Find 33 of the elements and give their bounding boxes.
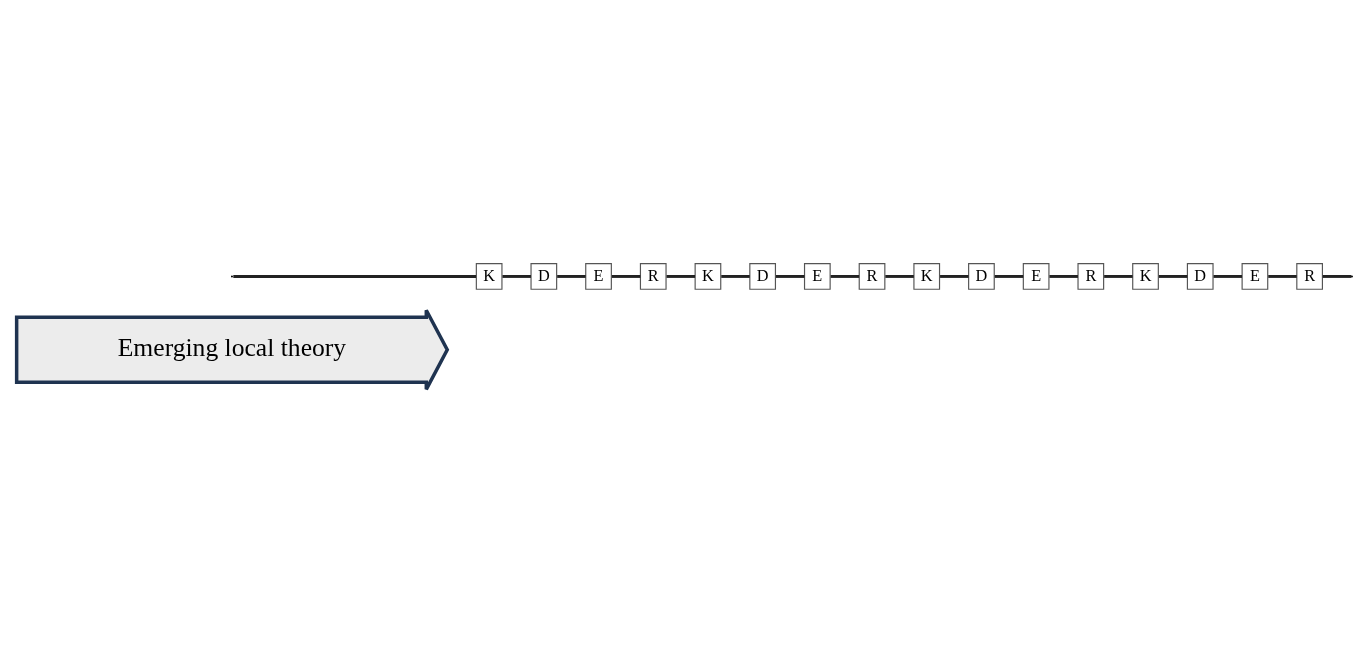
connector bbox=[940, 275, 969, 278]
connector bbox=[830, 275, 860, 278]
node-box: E bbox=[1022, 263, 1050, 290]
node-box: K bbox=[913, 263, 941, 290]
connector bbox=[775, 275, 805, 278]
connector bbox=[994, 275, 1024, 278]
node-box: D bbox=[749, 263, 777, 290]
node-box: K bbox=[475, 263, 503, 290]
connector bbox=[1049, 275, 1078, 278]
connector bbox=[502, 275, 531, 278]
node-box: E bbox=[1241, 263, 1269, 290]
connector bbox=[557, 275, 586, 278]
node-box: R bbox=[1077, 263, 1105, 290]
node-box: R bbox=[639, 263, 667, 290]
node-box: D bbox=[1186, 263, 1214, 290]
connector bbox=[1268, 275, 1297, 278]
connector bbox=[666, 275, 696, 278]
node-box: K bbox=[694, 263, 722, 290]
connector bbox=[1213, 275, 1243, 278]
node-box: E bbox=[585, 263, 612, 290]
connector bbox=[885, 275, 914, 278]
node-box: E bbox=[803, 263, 831, 290]
connector bbox=[1322, 275, 1352, 278]
connector bbox=[721, 275, 750, 278]
node-box: D bbox=[530, 263, 558, 290]
node-box: K bbox=[1132, 263, 1159, 290]
connector bbox=[611, 275, 641, 278]
connector bbox=[1158, 275, 1188, 278]
connector bbox=[1104, 275, 1133, 278]
node-box: R bbox=[858, 263, 886, 290]
node-box: R bbox=[1296, 263, 1323, 290]
connector bbox=[233, 275, 477, 278]
node-box: D bbox=[968, 263, 995, 290]
